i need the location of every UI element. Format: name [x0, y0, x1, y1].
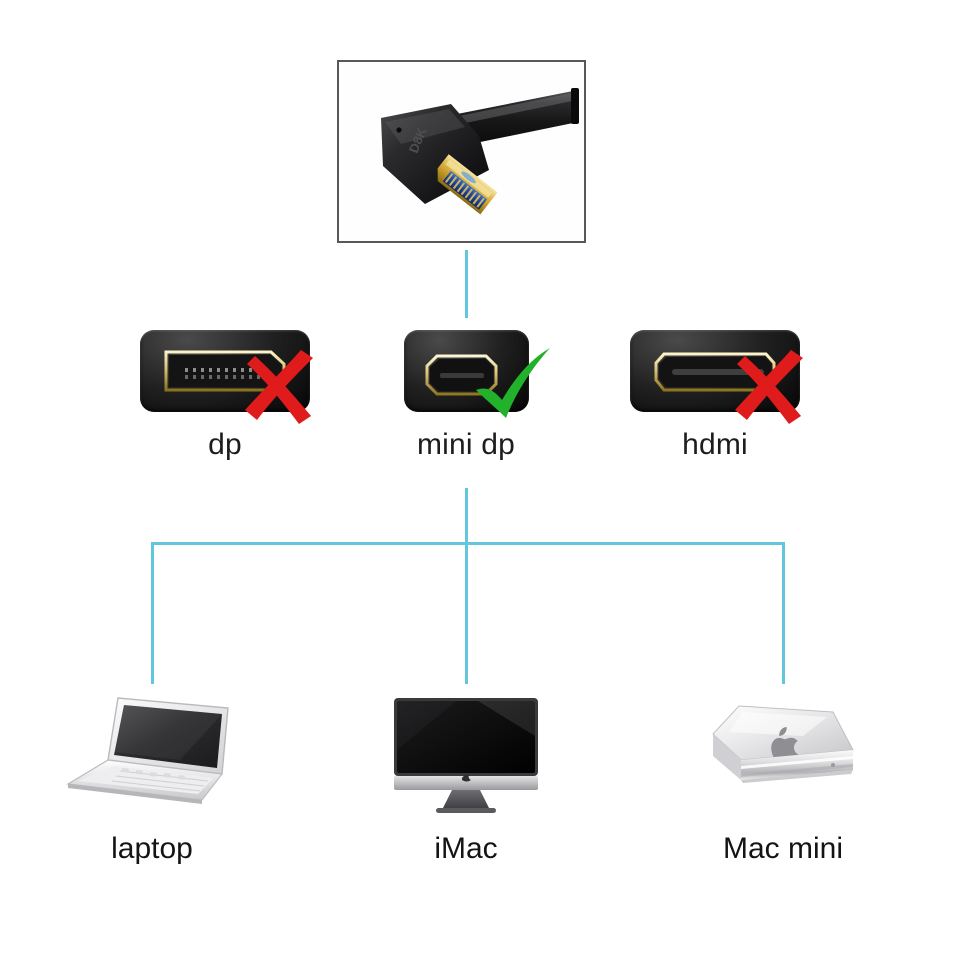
device-label-laptop: laptop	[111, 832, 193, 865]
imac-icon	[394, 698, 538, 813]
wire-mini-dp-to-bus	[465, 488, 468, 544]
port-cell-hdmi: hdmi	[595, 330, 835, 461]
mini-displayport-plug-icon	[437, 154, 498, 215]
device-cell-imac: iMac	[336, 688, 596, 865]
wire-device-bus	[151, 542, 785, 545]
wire-bus-to-mac-mini	[782, 542, 785, 684]
device-cell-laptop: laptop	[22, 688, 282, 865]
port-label-dp: dp	[208, 428, 242, 461]
product-photo: D8K	[339, 62, 584, 241]
port-label-mini-dp: mini dp	[416, 428, 516, 461]
mini-dp-socket-opening	[425, 354, 498, 396]
port-label-hdmi: hdmi	[682, 428, 748, 461]
product-photo-frame: D8K	[337, 60, 586, 243]
device-label-mac-mini: Mac mini	[722, 832, 843, 865]
device-cell-mac-mini: Mac mini	[653, 688, 913, 865]
port-cell-dp: dp	[105, 330, 345, 461]
mini-displayport-cable-photo: D8K	[339, 62, 584, 241]
mini-displayport-socket-icon	[404, 330, 529, 412]
wire-bus-to-imac	[465, 542, 468, 684]
dp-socket-opening	[164, 350, 286, 392]
laptop-icon	[66, 697, 229, 804]
port-cell-mini-dp: mini dp	[346, 330, 586, 461]
wire-photo-to-mini-dp	[465, 250, 468, 318]
mac-mini-icon	[712, 705, 854, 783]
hdmi-socket-icon	[630, 330, 800, 412]
hdmi-socket-opening	[654, 352, 776, 392]
displayport-socket-icon	[140, 330, 310, 412]
device-label-imac: iMac	[434, 832, 498, 865]
wire-bus-to-laptop	[151, 542, 154, 684]
